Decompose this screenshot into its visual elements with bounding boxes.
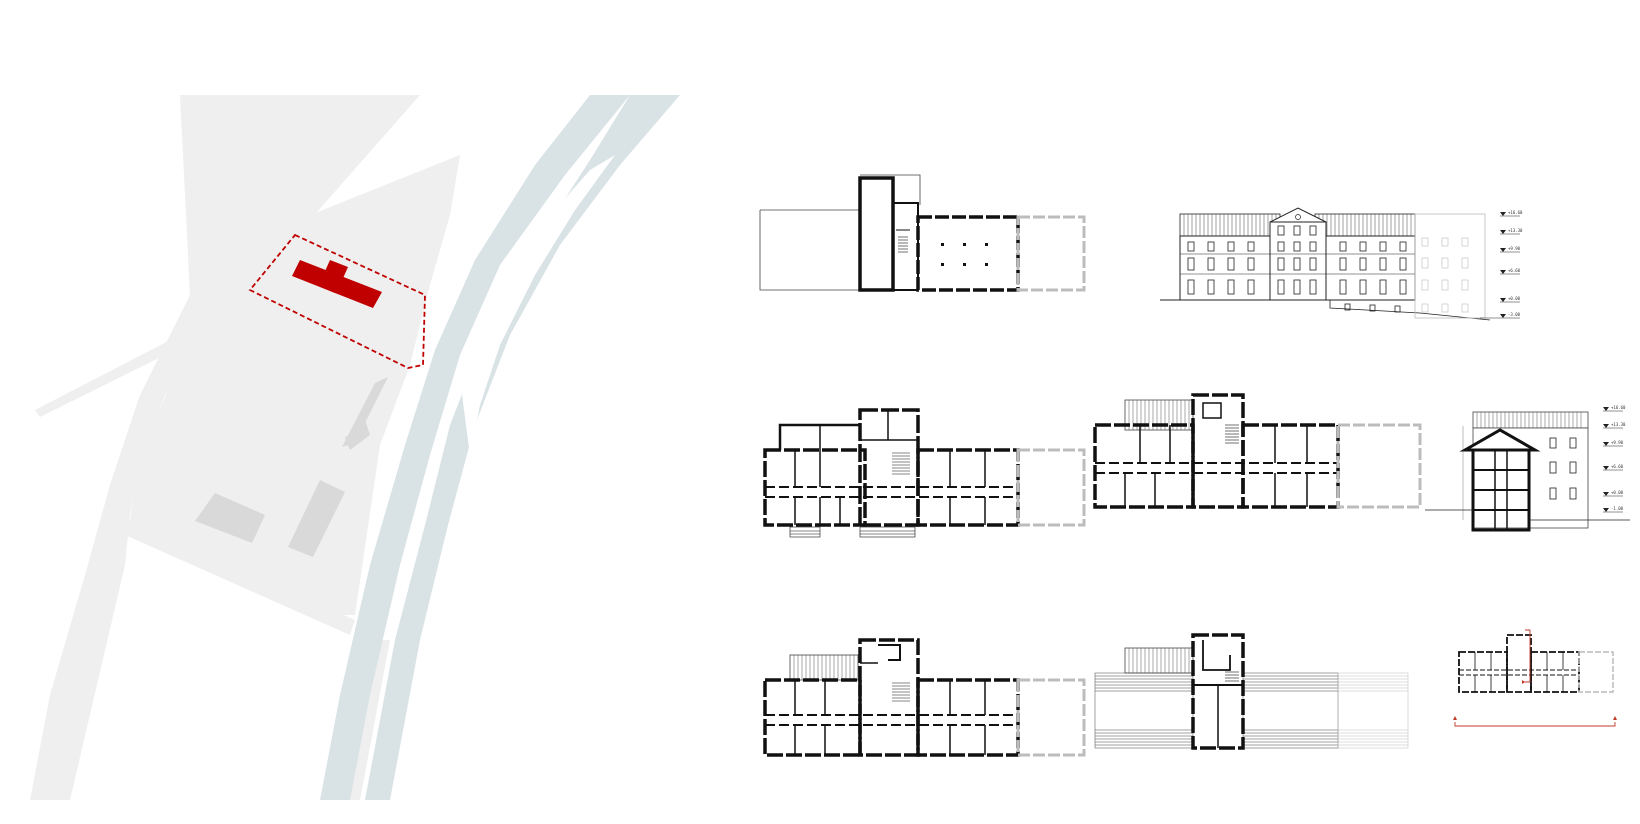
river-arm <box>365 95 680 800</box>
level-mark: +6.60 <box>1611 464 1624 469</box>
neighbor-building <box>345 420 370 450</box>
neighbor-building <box>342 377 388 447</box>
highlighted-building <box>292 260 382 308</box>
level-mark: +9.90 <box>1508 246 1521 251</box>
ground-area-lower <box>125 520 355 635</box>
elevation-windows <box>1187 225 1407 295</box>
basement-plan <box>759 174 1090 295</box>
level-mark: +13.30 <box>1611 422 1626 427</box>
level-mark: +16.60 <box>1611 405 1626 410</box>
first-floor-plan <box>1093 393 1425 525</box>
ground-floor-plan <box>760 405 1090 545</box>
site-boundary <box>248 233 426 369</box>
neighbor-building <box>288 480 345 557</box>
level-mark: -3.00 <box>1508 312 1521 317</box>
path-west <box>35 335 185 417</box>
level-mark: +16.60 <box>1508 210 1523 215</box>
level-mark: +0.00 <box>1611 490 1624 495</box>
neighbor-building <box>195 493 265 543</box>
section-arrows <box>1453 680 1617 720</box>
elevation-level-marks: +16.60 +13.30 +9.90 +6.60 +0.00 -3.00 <box>1480 210 1523 319</box>
cross-section: +16.60 +13.30 +9.90 +6.60 +0.00 -1.00 <box>1425 405 1635 543</box>
second-floor-plan <box>760 635 1090 765</box>
site-plan <box>30 95 690 800</box>
ground-area <box>30 95 420 800</box>
level-mark: +13.30 <box>1508 228 1523 233</box>
level-mark: -1.00 <box>1611 506 1624 511</box>
attic-plan <box>1094 630 1435 755</box>
front-elevation: +16.60 +13.30 +9.90 +6.60 +0.00 -3.00 <box>1160 207 1540 338</box>
level-mark: +6.60 <box>1508 268 1521 273</box>
level-mark: +9.90 <box>1611 440 1624 445</box>
river <box>320 95 630 800</box>
level-mark: +0.00 <box>1508 296 1521 301</box>
section-line-marker <box>1454 629 1616 727</box>
section-level-marks: +16.60 +13.30 +9.90 +6.60 +0.00 -1.00 <box>1603 405 1626 513</box>
key-plan <box>1453 629 1630 735</box>
